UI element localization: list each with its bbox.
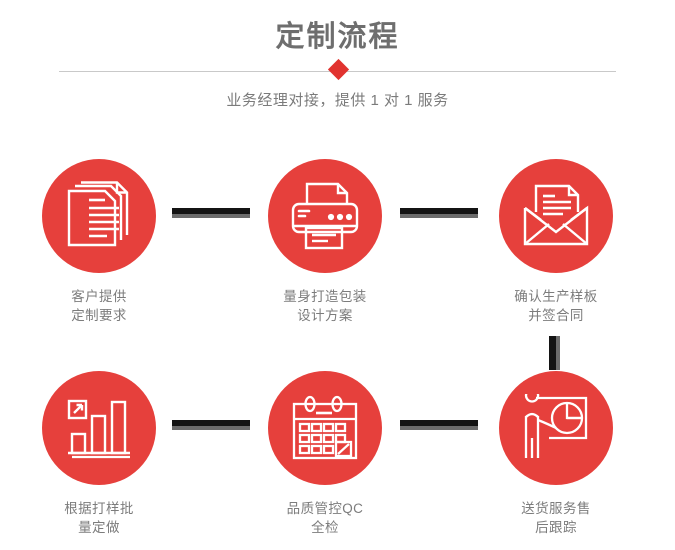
step-item-4[interactable]: 根据打样批 量定做 bbox=[24, 371, 174, 537]
step-icon-circle-4[interactable] bbox=[42, 371, 156, 485]
step-icon-circle-3[interactable] bbox=[499, 159, 613, 273]
bar-chart-growth-icon bbox=[66, 397, 132, 459]
step-caption-2: 量身打造包装 设计方案 bbox=[283, 289, 367, 323]
step-item-2[interactable]: 量身打造包装 设计方案 bbox=[250, 159, 400, 325]
connector-shadow bbox=[400, 426, 478, 430]
step-item-6[interactable]: 送货服务售 后跟踪 bbox=[481, 371, 631, 537]
connector-bar bbox=[400, 420, 478, 426]
connector-step2-step3 bbox=[400, 208, 478, 218]
connector-step1-step2 bbox=[172, 208, 250, 218]
connector-shadow bbox=[556, 336, 560, 370]
presenter-pie-chart-icon bbox=[522, 394, 590, 462]
page-title: 定制流程 bbox=[275, 21, 400, 53]
connector-shadow bbox=[400, 214, 478, 218]
step-icon-circle-6[interactable] bbox=[499, 371, 613, 485]
connector-shadow bbox=[172, 426, 250, 430]
connector-step5-step6 bbox=[400, 420, 478, 430]
step-caption-6: 送货服务售 后跟踪 bbox=[521, 501, 591, 535]
printer-icon bbox=[290, 182, 360, 250]
step-item-1[interactable]: 客户提供 定制要求 bbox=[24, 159, 174, 325]
diamond-icon bbox=[327, 58, 350, 81]
connector-bar bbox=[172, 420, 250, 426]
page-subtitle: 业务经理对接，提供 1 对 1 服务 bbox=[226, 92, 449, 109]
connector-bar bbox=[172, 208, 250, 214]
connector-shadow bbox=[172, 214, 250, 218]
documents-stack-icon bbox=[65, 181, 133, 251]
step-caption-5: 品质管控QC 全检 bbox=[286, 501, 364, 535]
connector-step4-step5 bbox=[172, 420, 250, 430]
step-icon-circle-1[interactable] bbox=[42, 159, 156, 273]
connector-bar bbox=[400, 208, 478, 214]
calendar-check-icon bbox=[291, 395, 359, 461]
connector-step3-step6 bbox=[549, 336, 560, 370]
header-divider bbox=[59, 58, 616, 81]
connector-bar bbox=[549, 336, 556, 370]
step-caption-1: 客户提供 定制要求 bbox=[71, 289, 127, 323]
step-caption-4: 根据打样批 量定做 bbox=[64, 501, 134, 535]
step-caption-3: 确认生产样板 并签合同 bbox=[514, 289, 598, 323]
step-item-5[interactable]: 品质管控QC 全检 bbox=[250, 371, 400, 537]
step-icon-circle-5[interactable] bbox=[268, 371, 382, 485]
step-icon-circle-2[interactable] bbox=[268, 159, 382, 273]
open-envelope-letter-icon bbox=[521, 184, 591, 248]
step-item-3[interactable]: 确认生产样板 并签合同 bbox=[481, 159, 631, 325]
